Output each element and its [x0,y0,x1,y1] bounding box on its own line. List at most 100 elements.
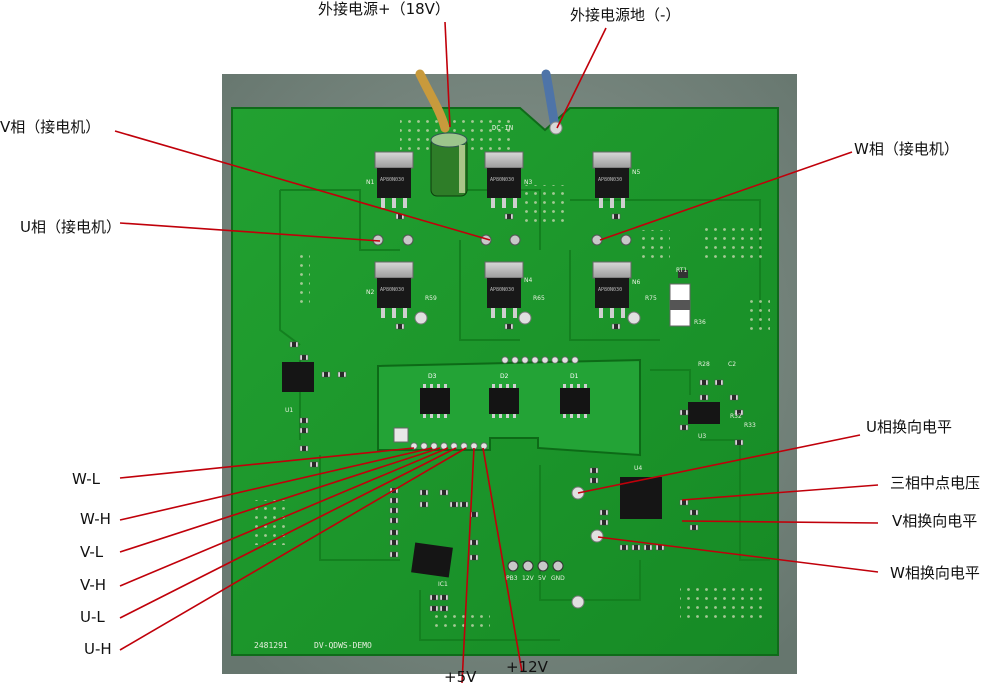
chip-pin [563,414,566,418]
smd-body [702,395,706,400]
smd-body [602,510,606,515]
module-pin [460,442,468,450]
mosfet-marking: AP80N030 [490,287,514,293]
chip-pin [444,384,447,388]
chip-pin [584,414,587,418]
driver-chip-3 [560,384,590,418]
smd-body [392,530,396,535]
silk-ic1: IC1 [438,581,448,588]
label-w-phase-motor: W相（接电机） [854,140,959,158]
silk-n5: N5 [632,169,640,176]
mosfet-body [487,168,521,198]
mosfet-tab [484,261,524,279]
smd-passives [289,213,744,612]
silk-r36: R36 [694,319,706,326]
driver-chip-2 [489,384,519,418]
smd-body [422,490,426,495]
smd-body [692,525,696,530]
mosfet-marking: AP80N030 [380,287,404,293]
mosfet-lead [621,198,625,208]
header-pin [552,560,564,572]
smd-body [717,380,721,385]
chip-pin [430,414,433,418]
smd-body [324,372,328,377]
chip-pin [437,414,440,418]
smd-body [302,446,306,451]
via-fields [255,115,770,630]
silk-n2: N2 [366,289,374,296]
smd-body [302,418,306,423]
silk-d3: D3 [428,373,437,380]
module-top-pin [501,356,509,364]
silk-header-pin-4: GND [551,575,565,582]
mosfet-tab [592,151,632,169]
silk-header-pin-1: PB3 [506,575,518,582]
leader-w-phase [599,151,853,241]
mosfet-1: AP80N030 [374,151,414,208]
mosfet-body [595,278,629,308]
chip-pin [577,384,580,388]
pin-header [507,560,564,572]
smd-body [614,324,618,329]
smd-body [507,214,511,219]
smd-body [422,502,426,507]
driver-chips [420,384,590,418]
leader-v-l [119,447,441,553]
smd-body [340,372,344,377]
leader-u-commutation [577,434,861,494]
smd-body [658,545,662,550]
label-w-commutation: W相换向电平 [890,564,980,582]
smd-body [602,520,606,525]
chip-pin [499,414,502,418]
mosfet-body [595,168,629,198]
u4-chip [620,477,662,519]
module-pin [480,442,488,450]
silk-r59: R59 [425,295,437,302]
silk-u3: U3 [698,433,706,440]
leader-u-l [119,447,457,619]
mosfet-marking: AP80N030 [490,177,514,183]
chip-pin [430,384,433,388]
module-top-pin [511,356,519,364]
copper-traces [279,189,770,641]
label-u-h: U-H [84,640,112,658]
smd-body [732,395,736,400]
leader-v-commutation [681,520,879,524]
mosfet-lead [610,308,614,318]
smd-body [702,380,706,385]
mosfet-tab [374,261,414,279]
silk-board-name: DV-QDWS-DEMO [314,641,372,650]
silk-rt1: RT1 [676,267,687,274]
smd-body [392,498,396,503]
chip-pin [437,384,440,388]
chip-pin [423,414,426,418]
smd-body [634,545,638,550]
smd-body [302,428,306,433]
smd-body [392,508,396,513]
smd-body [462,502,466,507]
mosfet-lead [599,198,603,208]
smd-body [398,214,402,219]
mosfet-lead [491,198,495,208]
mosfet-lead [403,198,407,208]
mosfet-tab [592,261,632,279]
mosfet-marking: AP80N030 [380,177,404,183]
smd-body [432,606,436,611]
mosfet-lead [502,198,506,208]
label-v-phase-motor: V相（接电机） [0,118,101,136]
chip-pin [563,384,566,388]
mosfet-tab [374,151,414,169]
silk-r28: R28 [698,361,710,368]
mosfet-lead [610,198,614,208]
smd-body [614,214,618,219]
chip-pin [492,414,495,418]
label-v-h: V-H [80,576,107,594]
chip-body [560,388,590,414]
mosfet-4: AP80N030 [374,261,414,318]
label-three-phase-neutral: 三相中点电压 [890,474,981,492]
smd-body [646,545,650,550]
mosfet-2: AP80N030 [484,151,524,208]
smd-body [398,324,402,329]
mosfet-lead [403,308,407,318]
smd-body [452,502,456,507]
